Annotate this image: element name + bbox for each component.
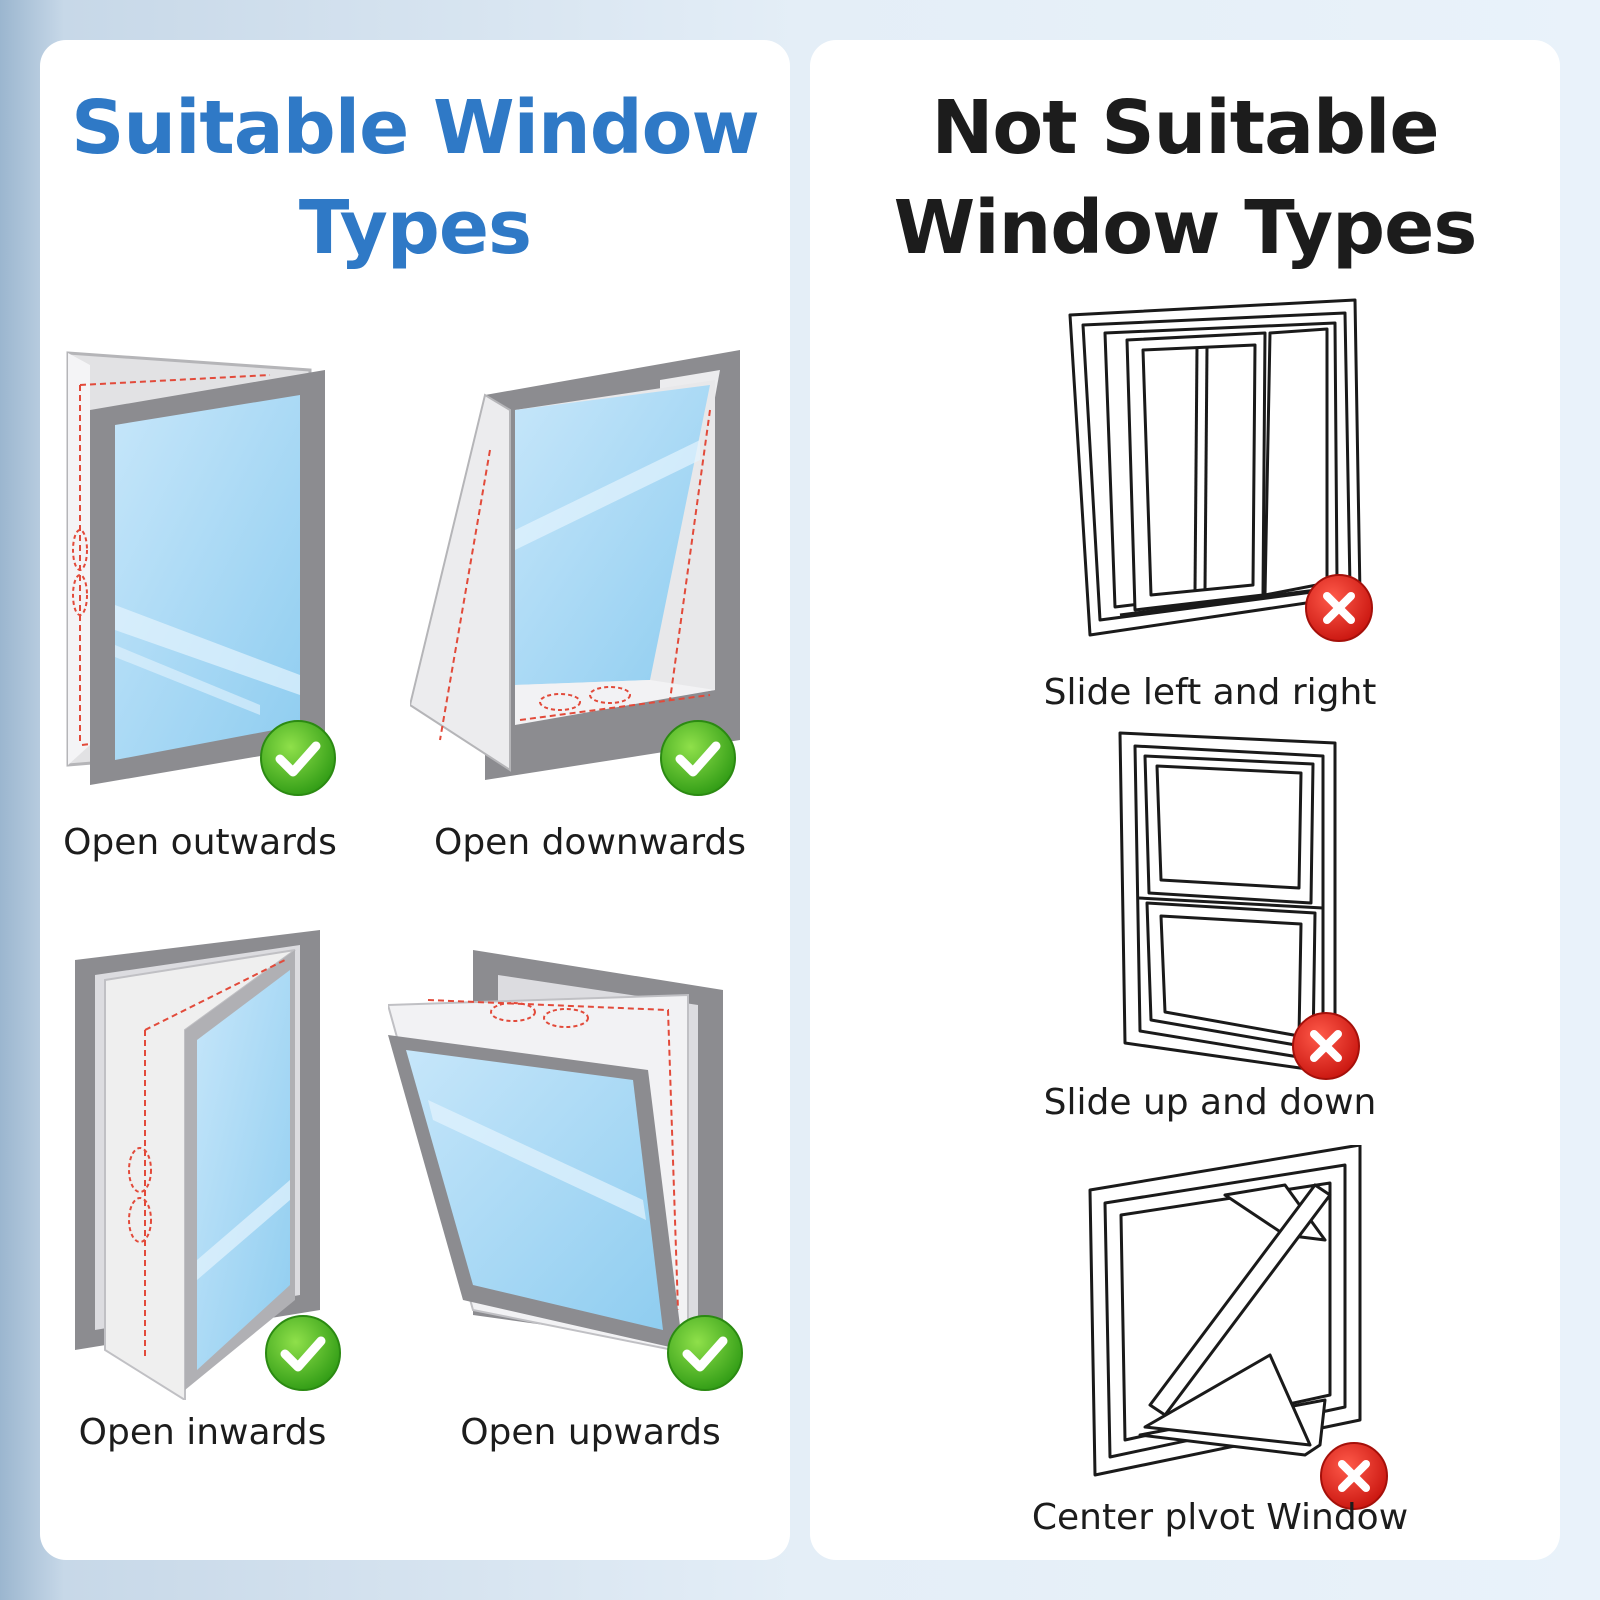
sliding-window-icon xyxy=(1068,298,1362,637)
red-cross-icon xyxy=(1320,1442,1388,1510)
pivot-window-icon xyxy=(1088,1145,1362,1477)
label-center-pivot: Center plvot Window xyxy=(1031,1497,1409,1538)
suitable-title-line-2: Types xyxy=(298,185,532,271)
green-check-icon xyxy=(260,720,336,796)
not-suitable-title: Not Suitable Window Types xyxy=(810,78,1560,278)
red-cross-icon xyxy=(1292,1012,1360,1080)
green-check-icon xyxy=(667,1315,743,1391)
label-open-upwards: Open upwards xyxy=(460,1412,721,1453)
green-check-icon xyxy=(660,720,736,796)
label-slide-up-down: Slide up and down xyxy=(1043,1082,1377,1123)
suitable-title: Suitable Window Types xyxy=(40,78,790,278)
sash-window-icon xyxy=(1118,731,1337,1075)
label-slide-left-right: Slide left and right xyxy=(1043,672,1377,713)
red-cross-icon xyxy=(1305,574,1373,642)
not-suitable-title-line-1: Not Suitable xyxy=(931,85,1439,171)
casement-inward-window-icon xyxy=(75,930,320,1400)
green-check-icon xyxy=(265,1315,341,1391)
not-suitable-title-line-2: Window Types xyxy=(893,185,1478,271)
suitable-title-line-1: Suitable Window xyxy=(71,85,760,171)
label-open-downwards: Open downwards xyxy=(433,822,746,863)
label-open-inwards: Open inwards xyxy=(78,1412,327,1453)
awning-window-icon xyxy=(388,950,723,1352)
hopper-window-icon xyxy=(410,350,740,780)
casement-outward-window-icon xyxy=(66,351,325,785)
label-open-outwards: Open outwards xyxy=(63,822,337,863)
